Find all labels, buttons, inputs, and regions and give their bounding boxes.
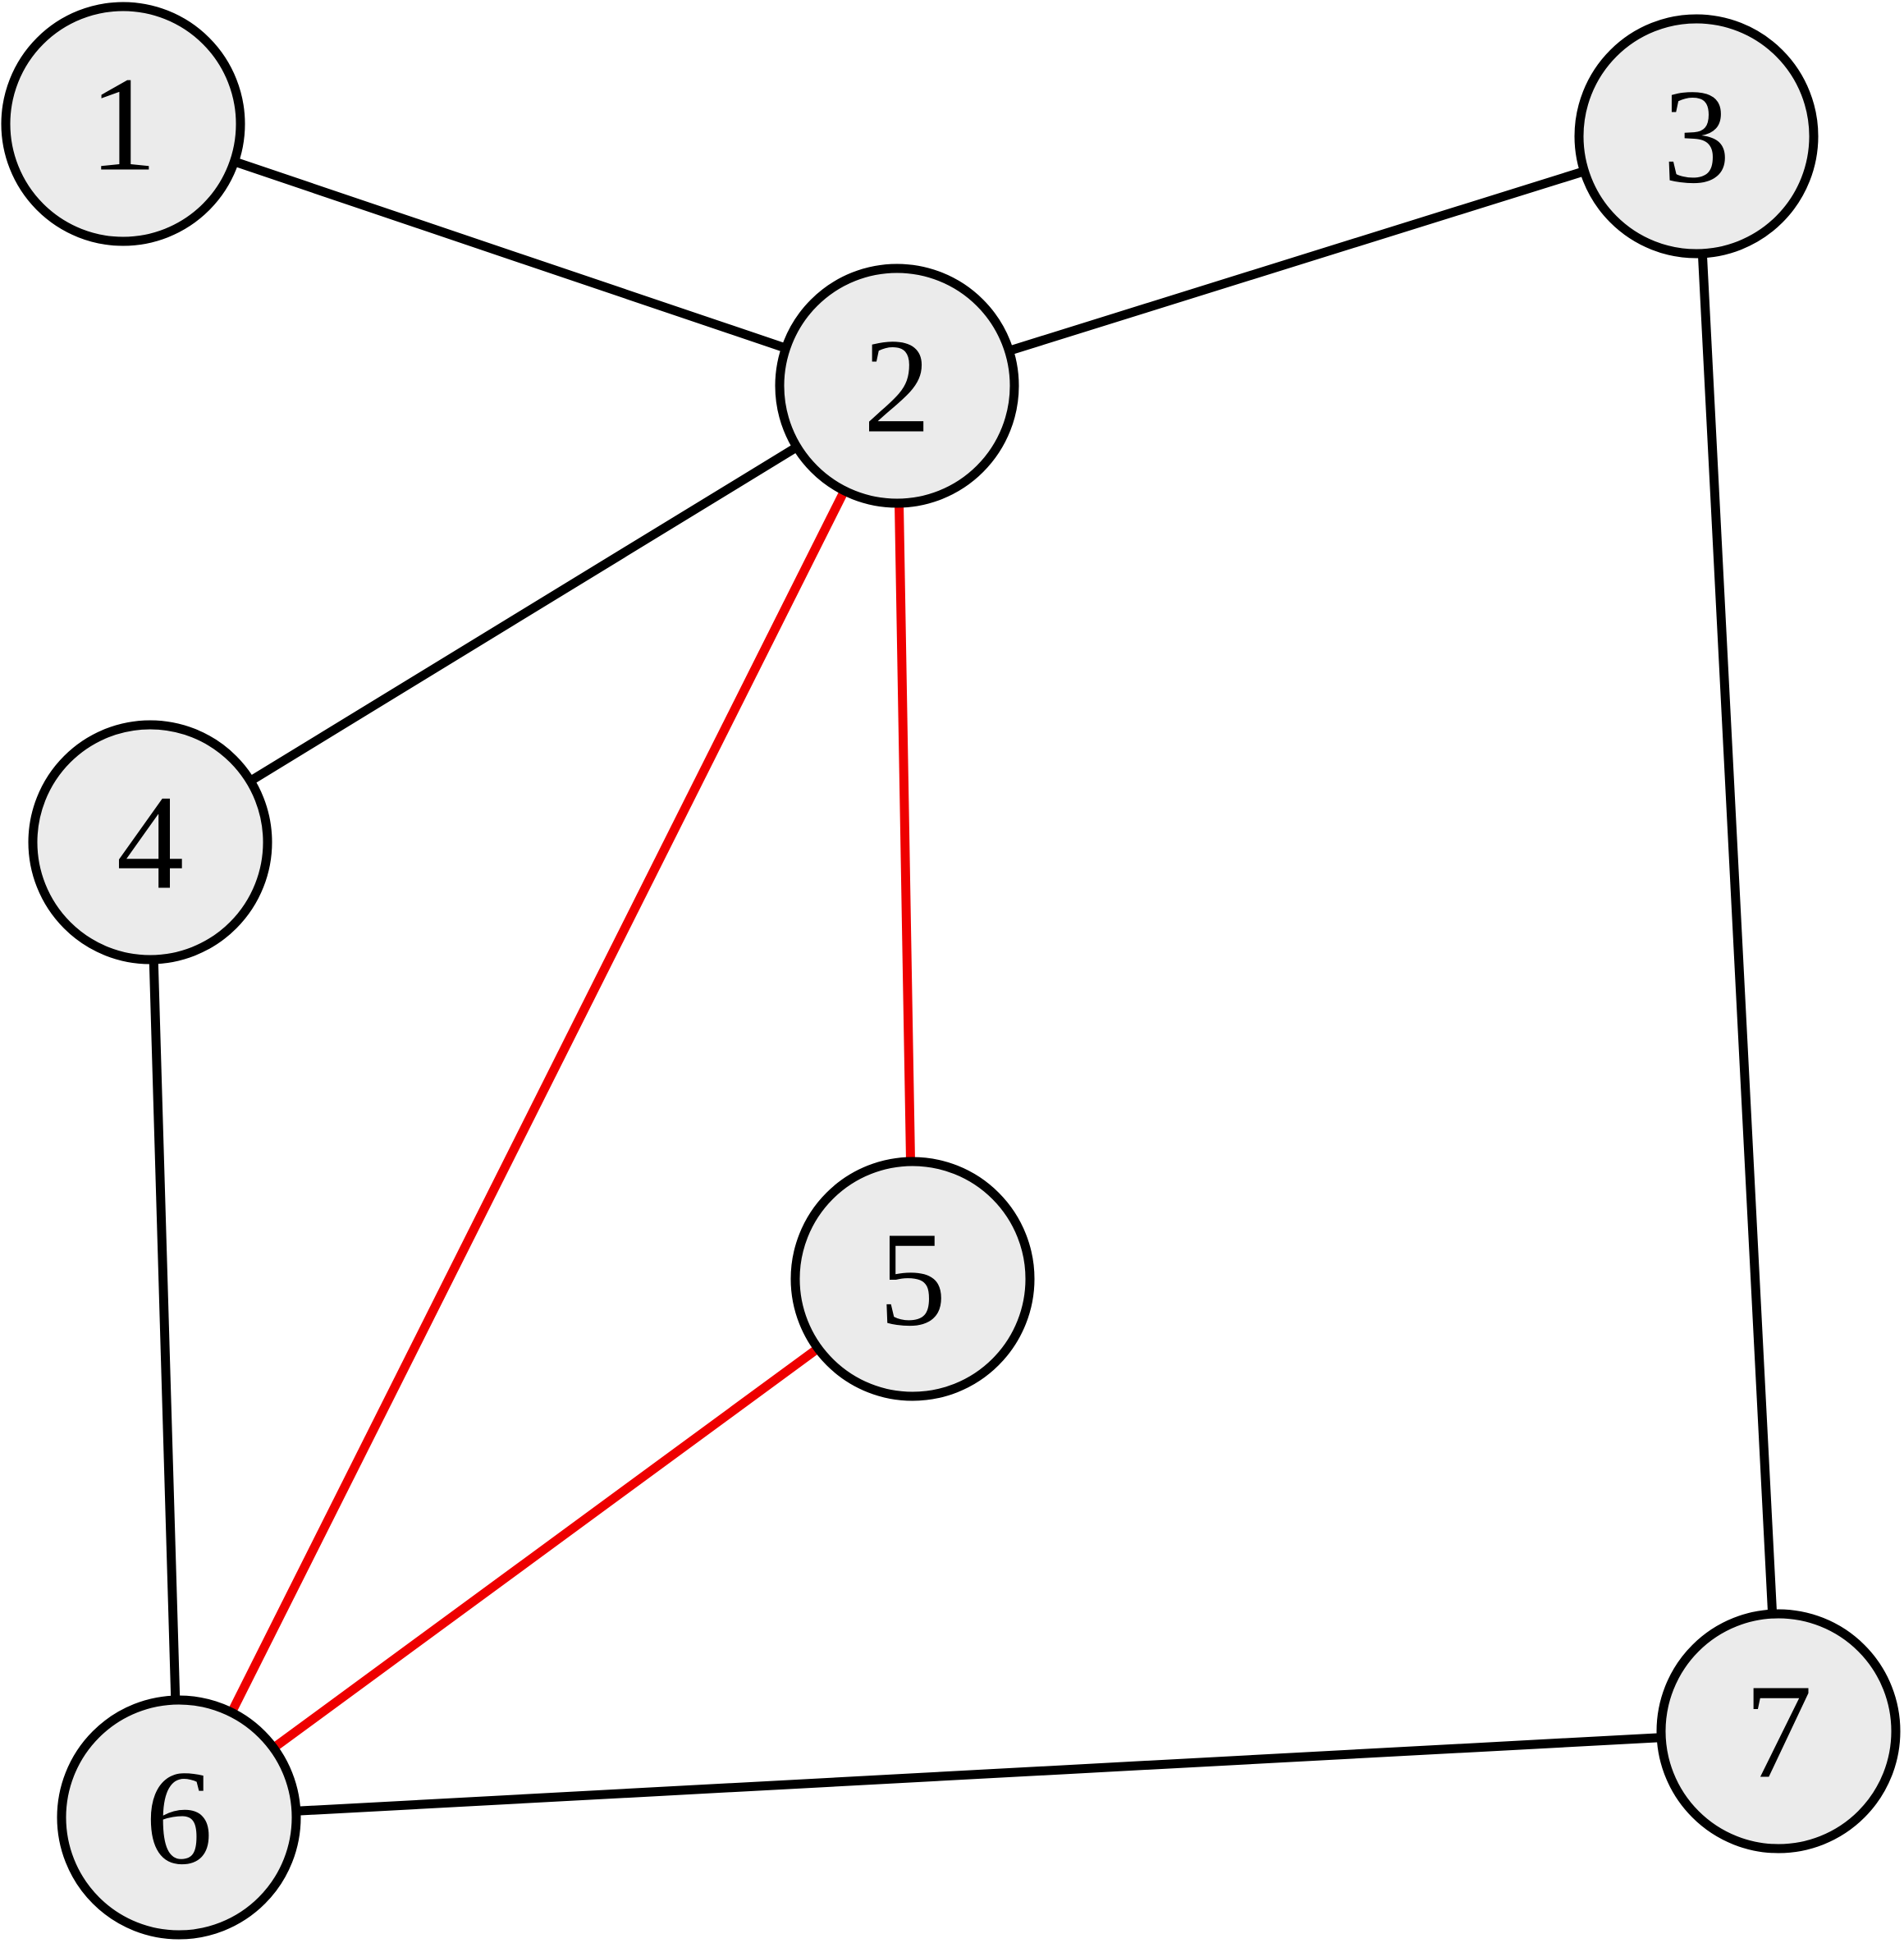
node-1: 1 [1,2,245,246]
node-label: 3 [1663,62,1731,212]
node-label: 1 [89,49,158,199]
node-circle [1656,1609,1901,1854]
node-circle [790,1157,1035,1401]
node-circle [1574,14,1819,259]
edge-3-7 [1691,135,1783,1732]
edge-2-5 [892,385,918,1280]
node-label: 5 [879,1204,947,1354]
edge-2-6 [175,383,901,1820]
node-circle [1,2,245,246]
edge-2-4 [148,382,899,846]
node-label: 6 [145,1743,213,1893]
node-6: 6 [57,1695,301,1940]
node-label: 4 [117,768,185,918]
node-2: 2 [775,263,1019,508]
edge-6-7 [178,1726,1779,1822]
node-label: 7 [1745,1657,1813,1807]
node-5: 5 [790,1157,1035,1401]
node-4: 4 [28,720,272,965]
node-label: 2 [863,311,931,461]
edge-2-3 [895,131,1698,391]
node-circle [57,1695,301,1940]
edge-5-6 [176,1275,916,1822]
edge-1-2 [121,119,899,391]
edge-4-6 [145,841,184,1818]
node-circle [28,720,272,965]
node-circle [775,263,1019,508]
node-3: 3 [1574,14,1819,259]
node-7: 7 [1656,1609,1901,1854]
edges-layer [121,119,1783,1822]
